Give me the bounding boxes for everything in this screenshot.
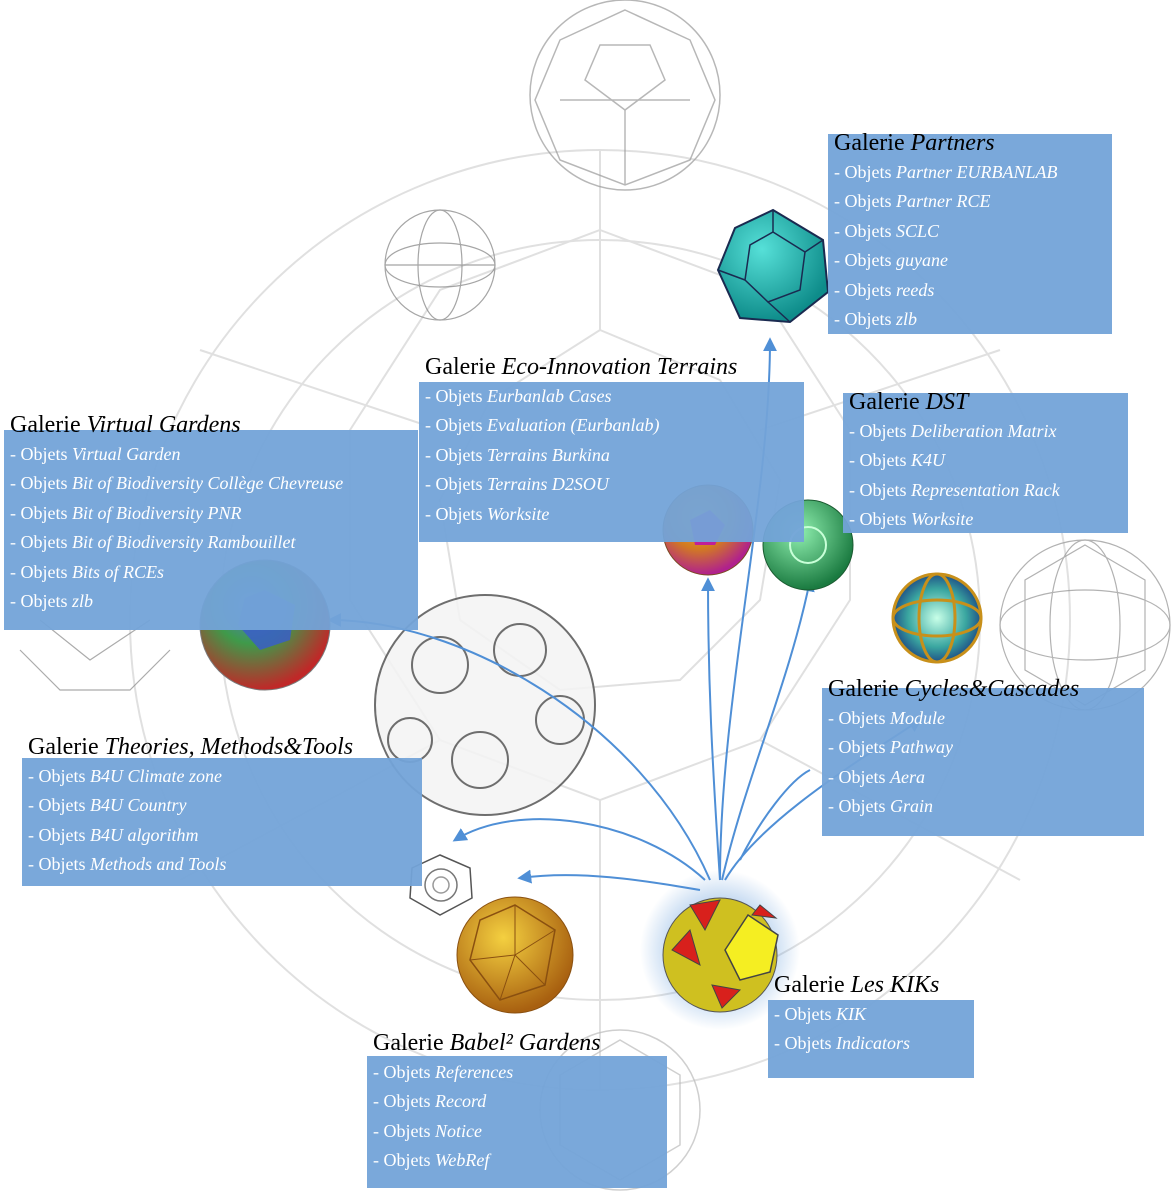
wireframe-sphere-icon — [384, 209, 496, 321]
object-link[interactable]: - Objets Partner EURBANLAB — [834, 162, 1058, 182]
object-link[interactable]: - Objets guyane — [834, 250, 948, 271]
gallery-title[interactable]: Galerie Eco-Innovation Terrains — [425, 354, 738, 380]
object-link[interactable]: - Objets K4U — [849, 450, 946, 471]
gallery-kiks: Galerie Les KIKs - Objets KIK - Objets I… — [768, 970, 974, 1078]
object-link[interactable]: - Objets Notice — [373, 1120, 482, 1141]
gallery-dst: Galerie DST - Objets Deliberation Matrix… — [843, 387, 1128, 535]
kiks-polyhedron-icon — [662, 897, 779, 1013]
cycles-orb-icon — [891, 572, 983, 664]
object-link[interactable]: - Objets Aera — [828, 766, 925, 787]
gallery-title[interactable]: Galerie Cycles&Cascades — [828, 676, 1080, 702]
arrow-to-eco — [701, 577, 721, 881]
arrow-to-dst — [721, 577, 815, 881]
partners-polyhedron-icon — [716, 208, 830, 324]
top-wireframe-polyhedron-icon — [529, 0, 721, 191]
object-link[interactable]: - Objets Pathway — [828, 737, 953, 758]
object-link[interactable]: - Objets B4U Country — [28, 795, 187, 816]
object-link[interactable]: - Objets reeds — [834, 279, 935, 300]
object-link[interactable]: - Objets Grain — [828, 796, 934, 817]
object-link[interactable]: - Objets WebRef — [373, 1150, 490, 1171]
gallery-theories: Galerie Theories, Methods&Tools - Objets… — [22, 732, 422, 886]
object-link[interactable]: - Objets Module — [828, 708, 945, 728]
ornate-sphere-icon — [374, 594, 596, 816]
babel-polyhedron-icon — [456, 896, 574, 1014]
object-link[interactable]: - Objets References — [373, 1062, 514, 1082]
object-link[interactable]: - Objets Bit of Biodiversity Rambouillet — [10, 532, 296, 553]
object-link[interactable]: - Objets Terrains Burkina — [425, 444, 610, 465]
left-wireframe-icon — [19, 619, 171, 691]
object-link[interactable]: - Objets zlb — [834, 309, 918, 330]
object-link[interactable]: - Objets KIK — [774, 1004, 867, 1024]
gallery-babel: Galerie Babel² Gardens - Objets Referenc… — [367, 1028, 667, 1188]
arrow-to-theories — [452, 818, 706, 881]
object-link[interactable]: - Objets Indicators — [774, 1033, 910, 1054]
gallery-title[interactable]: Galerie Partners — [834, 130, 995, 156]
arrow-to-babel — [517, 869, 701, 891]
object-link[interactable]: - Objets zlb — [10, 591, 94, 612]
object-link[interactable]: - Objets SCLC — [834, 220, 940, 241]
object-link[interactable]: - Objets Bit of Biodiversity Collège Che… — [10, 473, 344, 494]
gallery-cycles: Galerie Cycles&Cascades - Objets Module … — [822, 674, 1144, 836]
object-link[interactable]: - Objets Bits of RCEs — [10, 561, 165, 582]
gallery-title[interactable]: Galerie Babel² Gardens — [373, 1030, 601, 1056]
gallery-partners: Galerie Partners - Objets Partner EURBAN… — [828, 128, 1112, 334]
object-link[interactable]: - Objets Partner RCE — [834, 191, 991, 212]
object-link[interactable]: - Objets Worksite — [849, 509, 974, 530]
gallery-title[interactable]: Galerie Les KIKs — [774, 972, 940, 998]
object-link[interactable]: - Objets Representation Rack — [849, 479, 1060, 500]
gallery-title[interactable]: Galerie Theories, Methods&Tools — [28, 734, 354, 760]
object-link[interactable]: - Objets Record — [373, 1091, 487, 1112]
object-link[interactable]: - Objets Methods and Tools — [28, 854, 227, 875]
object-link[interactable]: - Objets Deliberation Matrix — [849, 421, 1057, 441]
object-link[interactable]: - Objets Worksite — [425, 503, 550, 524]
gallery-title[interactable]: Galerie DST — [849, 389, 969, 415]
object-link[interactable]: - Objets B4U algorithm — [28, 824, 199, 845]
object-link[interactable]: - Objets B4U Climate zone — [28, 766, 222, 786]
object-link[interactable]: - Objets Virtual Garden — [10, 444, 181, 464]
object-link[interactable]: - Objets Evaluation (Eurbanlab) — [425, 415, 660, 436]
object-link[interactable]: - Objets Eurbanlab Cases — [425, 386, 612, 406]
gallery-virtual: Galerie Virtual Gardens - Objets Virtual… — [4, 410, 418, 630]
gallery-title[interactable]: Galerie Virtual Gardens — [10, 412, 241, 438]
object-link[interactable]: - Objets Bit of Biodiversity PNR — [10, 502, 242, 523]
object-link[interactable]: - Objets Terrains D2SOU — [425, 474, 609, 495]
gallery-eco: Galerie Eco-Innovation Terrains - Objets… — [419, 352, 804, 542]
